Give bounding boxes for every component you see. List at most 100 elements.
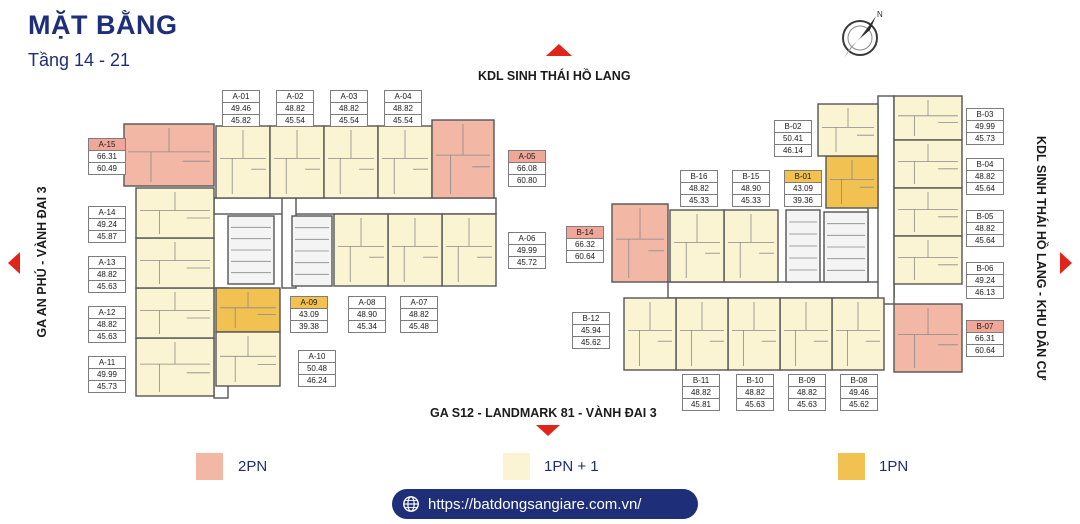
unit-area-gross: 43.09	[792, 184, 814, 193]
unit-area-gross: 49.99	[974, 122, 996, 131]
unit-code: A-14	[89, 207, 125, 219]
arrow-right-icon	[1060, 252, 1072, 274]
unit-a-10	[215, 331, 281, 387]
unit-a-14	[135, 187, 215, 239]
unit-code: B-07	[967, 321, 1003, 333]
unit-code: A-05	[509, 151, 545, 163]
unit-area-gross: 50.41	[782, 134, 804, 143]
unit-code: A-09	[291, 297, 327, 309]
unit-area-gross: 49.46	[230, 104, 252, 113]
unit-area-net: 45.82	[223, 114, 259, 126]
unit-code: B-04	[967, 159, 1003, 171]
unit-area-gross: 66.31	[96, 152, 118, 161]
unit-area-net: 45.73	[89, 380, 125, 392]
unit-area-gross: 50.48	[306, 364, 328, 373]
unit-area-gross: 48.82	[744, 388, 766, 397]
arrow-down-icon	[536, 425, 560, 436]
unit-area-net: 45.73	[967, 132, 1003, 144]
unit-area-net: 45.81	[683, 398, 719, 410]
floor-plan-blocks	[123, 95, 963, 399]
corridor	[213, 197, 497, 215]
unit-code: B-16	[681, 171, 717, 183]
unit-code: B-08	[841, 375, 877, 387]
unit-area-gross: 49.99	[516, 246, 538, 255]
unit-area-net: 45.63	[789, 398, 825, 410]
unit-code: B-12	[573, 313, 609, 325]
legend-swatch-1pn-plus	[503, 453, 530, 480]
unit-area-net: 45.48	[401, 320, 437, 332]
unit-area-net: 46.24	[299, 374, 335, 386]
unit-area-net: 45.72	[509, 256, 545, 268]
unit-area-gross: 49.24	[974, 276, 996, 285]
unit-area-net: 45.54	[385, 114, 421, 126]
unit-code: A-12	[89, 307, 125, 319]
unit-code: B-02	[775, 121, 811, 133]
unit-area-gross: 66.32	[574, 240, 596, 249]
unit-area-net: 60.80	[509, 174, 545, 186]
unit-code: A-15	[89, 139, 125, 151]
unit-code: B-15	[733, 171, 769, 183]
corridor	[877, 95, 895, 305]
unit-area-gross: 48.82	[688, 184, 710, 193]
unit-area-gross: 48.90	[356, 310, 378, 319]
unit-area-net: 45.63	[89, 330, 125, 342]
unit-code: A-03	[331, 91, 367, 103]
unit-code: B-10	[737, 375, 773, 387]
page-subtitle: Tầng 14 - 21	[28, 50, 131, 70]
unit-area-gross: 48.90	[740, 184, 762, 193]
unit-area-gross: 49.24	[96, 220, 118, 229]
unit-area-gross: 66.31	[974, 334, 996, 343]
legend-swatch-1pn	[838, 453, 865, 480]
unit-area-net: 45.62	[841, 398, 877, 410]
unit-area-net: 39.38	[291, 320, 327, 332]
unit-area-net: 45.33	[733, 194, 769, 206]
arrow-up-icon	[546, 44, 572, 56]
compass-icon: N	[842, 10, 883, 58]
page-title: MẶT BẰNG	[28, 10, 178, 40]
website-url: https://batdongsangiare.com.vn/	[428, 495, 642, 513]
unit-area-gross: 48.82	[796, 388, 818, 397]
unit-code: B-01	[785, 171, 821, 183]
arrow-left-icon	[8, 252, 20, 274]
unit-area-gross: 66.08	[516, 164, 538, 173]
unit-code: A-08	[349, 297, 385, 309]
unit-area-gross: 48.82	[974, 224, 996, 233]
unit-code: A-01	[223, 91, 259, 103]
unit-area-net: 45.63	[89, 280, 125, 292]
unit-area-gross: 49.99	[96, 370, 118, 379]
unit-area-net: 45.34	[349, 320, 385, 332]
unit-area-net: 45.54	[331, 114, 367, 126]
unit-area-net: 45.64	[967, 182, 1003, 194]
unit-area-gross: 48.82	[338, 104, 360, 113]
unit-area-net: 45.64	[967, 234, 1003, 246]
globe-icon	[403, 496, 419, 512]
unit-area-net: 45.62	[573, 336, 609, 348]
unit-area-gross: 49.46	[848, 388, 870, 397]
unit-area-net: 46.14	[775, 144, 811, 156]
legend-label-1pn-plus: 1PN + 1	[544, 458, 599, 475]
unit-area-gross: 48.82	[96, 320, 118, 329]
unit-area-net: 45.54	[277, 114, 313, 126]
unit-area-gross: 43.09	[298, 310, 320, 319]
website-link[interactable]: https://batdongsangiare.com.vn/	[392, 489, 698, 519]
